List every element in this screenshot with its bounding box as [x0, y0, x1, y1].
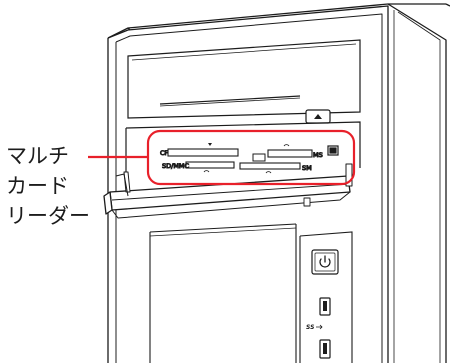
cf-arrow-icon — [208, 143, 212, 146]
svg-text:SS: SS — [306, 324, 314, 331]
ms-label: MS — [313, 151, 323, 159]
card-reader: CF SD/MMC MS SM — [160, 143, 323, 173]
callout-label-line-1: マルチ — [6, 146, 69, 167]
reader-led — [253, 154, 265, 161]
sm-label: SM — [302, 164, 312, 172]
usb3-icon: SS — [306, 324, 322, 331]
sd-label: SD/MMC — [162, 162, 190, 170]
usb-port-lower[interactable] — [320, 340, 330, 358]
cf-label: CF — [160, 149, 169, 157]
callout-label-line-3: リーダー — [6, 206, 90, 227]
ms-slot[interactable] — [268, 150, 312, 157]
usb-port-upper[interactable] — [320, 298, 330, 315]
callout-label-line-2: カード — [6, 176, 69, 197]
power-button[interactable] — [312, 250, 338, 274]
cf-slot[interactable] — [168, 149, 238, 156]
optical-drive — [128, 40, 360, 123]
front-door — [104, 164, 352, 218]
sm-slot[interactable] — [240, 163, 300, 169]
callout-highlight-box — [148, 131, 354, 184]
sd-slot[interactable] — [186, 162, 234, 168]
